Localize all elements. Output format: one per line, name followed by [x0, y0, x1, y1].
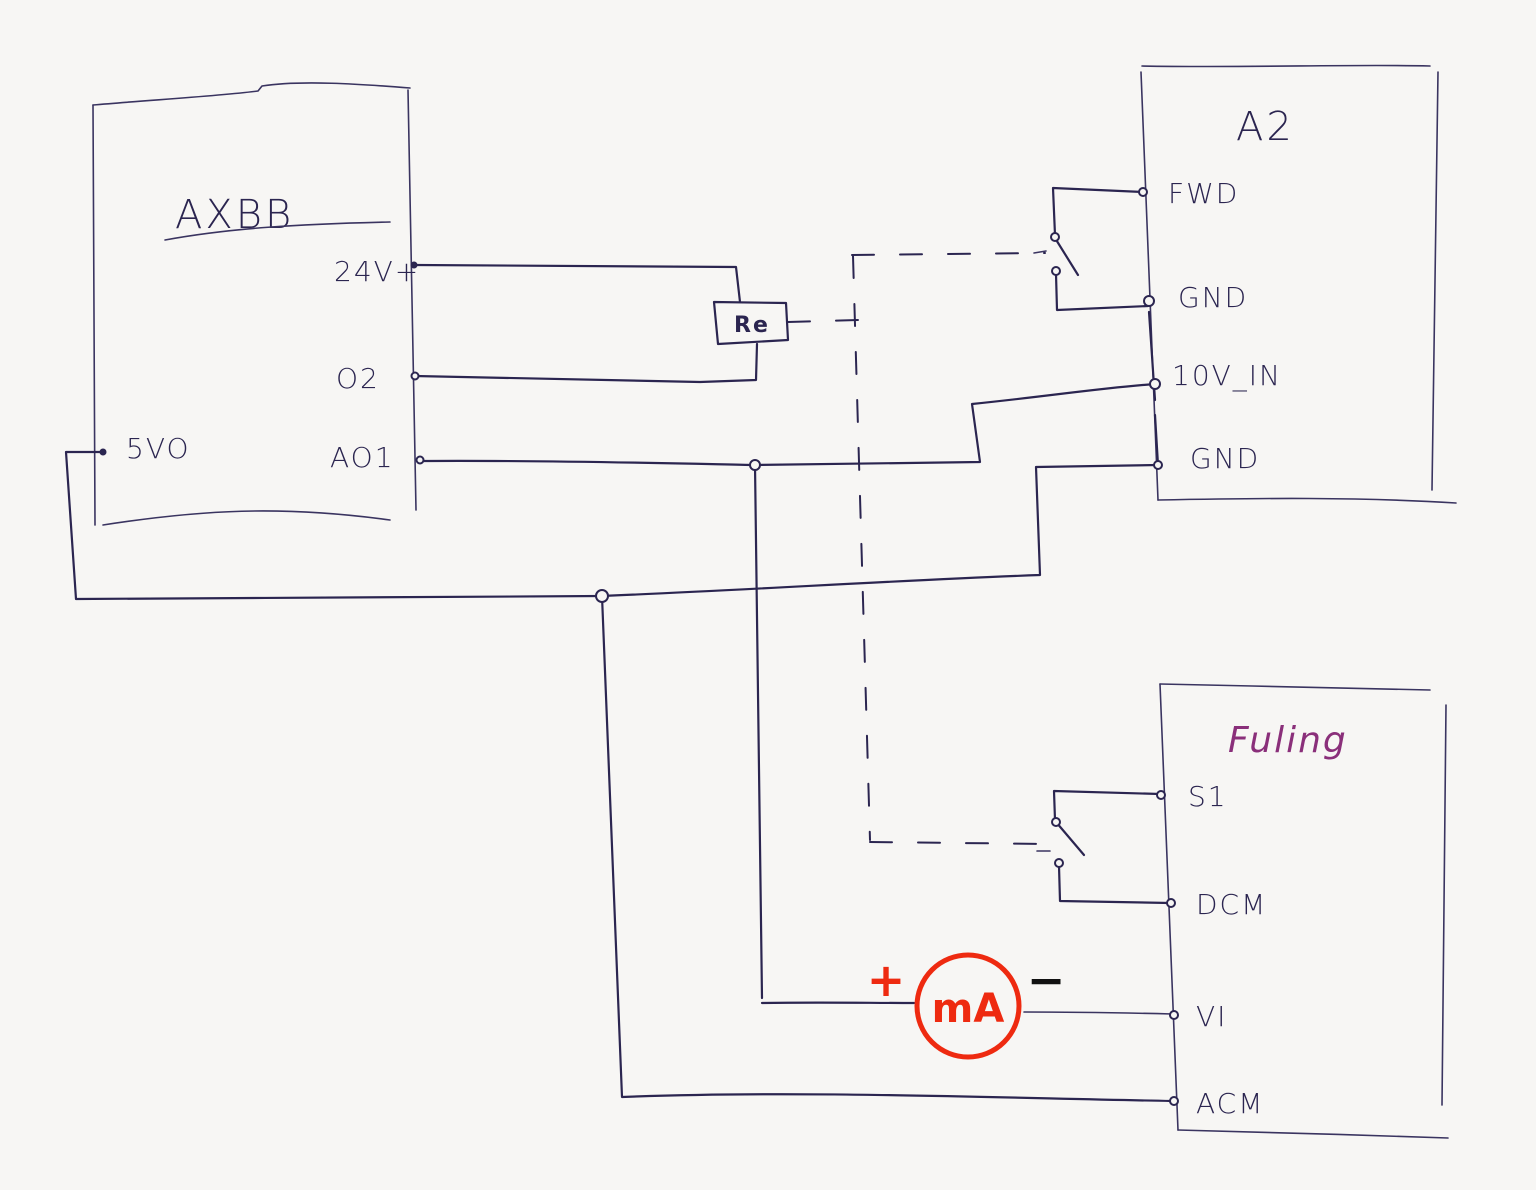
fuling-bottom-edge [1177, 1129, 1449, 1139]
a2-switch-blade [1053, 236, 1080, 277]
a2-switch-pivot [1050, 232, 1060, 242]
wire-5vo-junction [64, 450, 604, 601]
a2-switch-top-lead [1051, 186, 1145, 237]
terminal-o2 [410, 371, 420, 381]
fuling-switch [1051, 789, 1172, 905]
relay-linkage [787, 250, 1051, 852]
linkage-vertical [852, 255, 871, 841]
fuling-switch-pivot [1051, 817, 1061, 827]
fuling-pin-s1: S1 [1188, 780, 1228, 813]
a2-box: A2 FWD GND 10V_IN GND [1140, 64, 1457, 504]
a2-switch-contact [1051, 266, 1061, 276]
meter-plus-sign: + [867, 953, 906, 1007]
relay-coil-box [712, 300, 790, 346]
wire-a2-gnd-rail-2 [1153, 413, 1160, 467]
a2-title: A2 [1236, 104, 1295, 150]
wire-junction-acm [600, 594, 1174, 1103]
axbb-pin-o2: O2 [336, 362, 380, 395]
linkage-relay-stub [787, 319, 859, 323]
junction-gnd [595, 589, 609, 603]
axbb-left-edge [92, 104, 96, 526]
axbb-pin-24v: 24V+ [334, 255, 420, 288]
a2-bottom-edge [1157, 497, 1457, 504]
terminal-dcm [1166, 898, 1176, 908]
a2-pin-gnd2: GND [1190, 442, 1260, 475]
fuling-box: Fuling S1 DCM VI ACM [1159, 683, 1449, 1139]
milliammeter: mA + − [867, 952, 1066, 1060]
a2-switch [1050, 186, 1150, 312]
wire-ao1-10vin [418, 382, 1157, 467]
fuling-switch-bottom-lead [1057, 864, 1172, 905]
wire-o2-relay [413, 342, 759, 384]
a2-pin-gnd1: GND [1178, 281, 1248, 314]
axbb-box: AXBB 24V+ O2 AO1 5VO [92, 82, 420, 526]
terminal-ao1 [415, 455, 425, 465]
axbb-right-edge [407, 89, 417, 511]
terminal-10v-in [1149, 378, 1161, 390]
a2-right-edge [1431, 71, 1439, 491]
axbb-pin-5vo: 5VO [126, 432, 191, 465]
terminal-24v [410, 261, 418, 269]
meter-ring [914, 952, 1022, 1060]
terminal-vi [1169, 1010, 1179, 1020]
fuling-top-edge [1159, 683, 1431, 691]
wire-meter-minus-vi [1023, 1011, 1173, 1015]
a2-pin-10v-in: 10V_IN [1172, 359, 1282, 393]
a2-pin-fwd: FWD [1168, 177, 1239, 210]
fuling-pin-dcm: DCM [1196, 888, 1267, 921]
linkage-tick-a2 [1033, 250, 1047, 254]
terminal-s1 [1156, 790, 1166, 800]
axbb-title: AXBB [175, 192, 294, 238]
fuling-pin-vi: VI [1196, 1000, 1227, 1033]
fuling-switch-top-lead [1052, 789, 1162, 822]
axbb-title-underline [164, 221, 391, 241]
terminal-5vo [99, 448, 107, 456]
fuling-switch-contact [1054, 858, 1064, 868]
fuling-title: Fuling [1228, 720, 1348, 761]
terminal-acm [1169, 1096, 1179, 1106]
relay: Re [712, 300, 790, 346]
axbb-top-edge [92, 82, 411, 106]
terminals [99, 187, 1179, 1106]
wire-ao1-meter-vertical [753, 463, 764, 1000]
meter-label: mA [932, 986, 1005, 1032]
wire-24v-relay [413, 263, 742, 304]
a2-top-edge [1141, 64, 1431, 68]
junction-ao1 [749, 459, 761, 471]
terminal-a2-gnd1 [1143, 295, 1155, 307]
fuling-right-edge [1441, 704, 1447, 1106]
axbb-bottom-edge [102, 510, 391, 526]
fuling-pin-acm: ACM [1196, 1087, 1264, 1120]
linkage-bottom [869, 841, 1051, 845]
axbb-pin-ao1: AO1 [330, 441, 395, 474]
a2-switch-bottom-lead [1054, 272, 1150, 312]
fuling-switch-blade [1054, 820, 1086, 857]
wire-junction-gnd2 [600, 463, 1160, 598]
terminal-fwd [1138, 187, 1148, 197]
terminal-a2-gnd2 [1153, 460, 1163, 470]
linkage-top [851, 252, 1046, 256]
relay-label: Re [734, 313, 770, 338]
meter-minus-sign: − [1027, 953, 1066, 1007]
